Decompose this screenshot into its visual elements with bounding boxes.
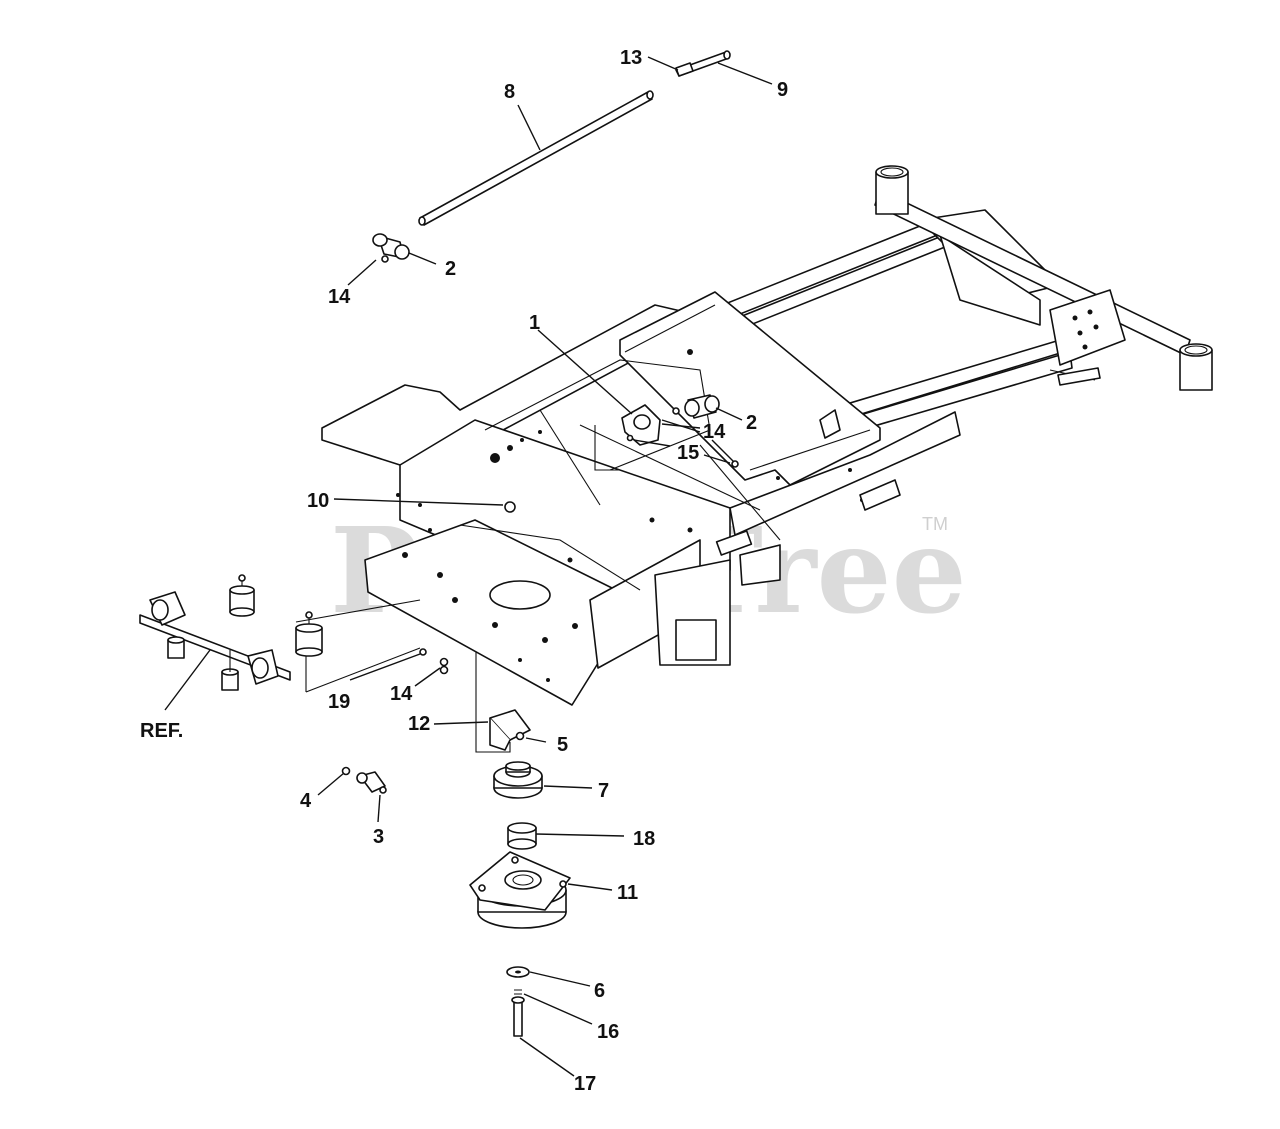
rod-part-8: [418, 90, 654, 226]
part-labels: 1 2 2 3 4 5 6 7 8 9 10 11 12 13 14 14 14…: [140, 47, 788, 1095]
label-part-18: 18: [633, 828, 655, 850]
label-part-13: 13: [620, 47, 642, 69]
isolator-hidden-line-2: [295, 599, 421, 623]
label-part-2-upper: 2: [445, 258, 456, 280]
bracket-part-1: [621, 404, 661, 446]
label-part-1: 1: [529, 312, 540, 334]
label-part-8: 8: [504, 81, 515, 103]
label-part-14-middle: 14: [703, 421, 726, 443]
label-part-15: 15: [677, 442, 699, 464]
ref-assembly: [139, 591, 291, 691]
washer-part-6: [506, 966, 530, 978]
label-part-14-lower: 14: [390, 683, 413, 705]
clutch-part-11: [469, 851, 571, 929]
bolt-part-17: [511, 996, 525, 1037]
bushing-part-2-lower: [626, 394, 739, 468]
label-part-3: 3: [373, 826, 384, 848]
leader-lines: [164, 56, 773, 1077]
pulley-part-7: [493, 761, 543, 799]
label-part-17: 17: [574, 1073, 596, 1095]
fitting-part-3: [341, 766, 387, 794]
label-part-2-lower: 2: [746, 412, 757, 434]
label-part-10: 10: [307, 490, 329, 512]
label-part-19: 19: [328, 691, 350, 713]
label-part-9: 9: [777, 79, 788, 101]
isolator-left: [229, 574, 255, 617]
isolator-hidden-line: [305, 647, 421, 693]
label-part-6: 6: [594, 980, 605, 1002]
watermark-trademark: TM: [922, 514, 948, 534]
main-frame: [321, 291, 1101, 706]
bracket-part-12: [475, 652, 531, 753]
hardware-19-14: [419, 648, 449, 675]
rod-part-9: [675, 50, 731, 77]
spring-part-16: [514, 989, 522, 995]
label-part-14-upper: 14: [328, 286, 351, 308]
label-part-5: 5: [557, 734, 568, 756]
label-part-12: 12: [408, 713, 430, 735]
label-ref: REF.: [140, 720, 183, 742]
bushing-part-2-upper: [372, 233, 410, 263]
label-part-11: 11: [617, 882, 638, 904]
isolator-right: [295, 611, 323, 657]
nut-part-10: [504, 501, 516, 513]
label-part-4: 4: [300, 790, 312, 812]
spacer-part-18: [507, 822, 537, 850]
label-part-7: 7: [598, 780, 609, 802]
label-part-16: 16: [597, 1021, 619, 1043]
